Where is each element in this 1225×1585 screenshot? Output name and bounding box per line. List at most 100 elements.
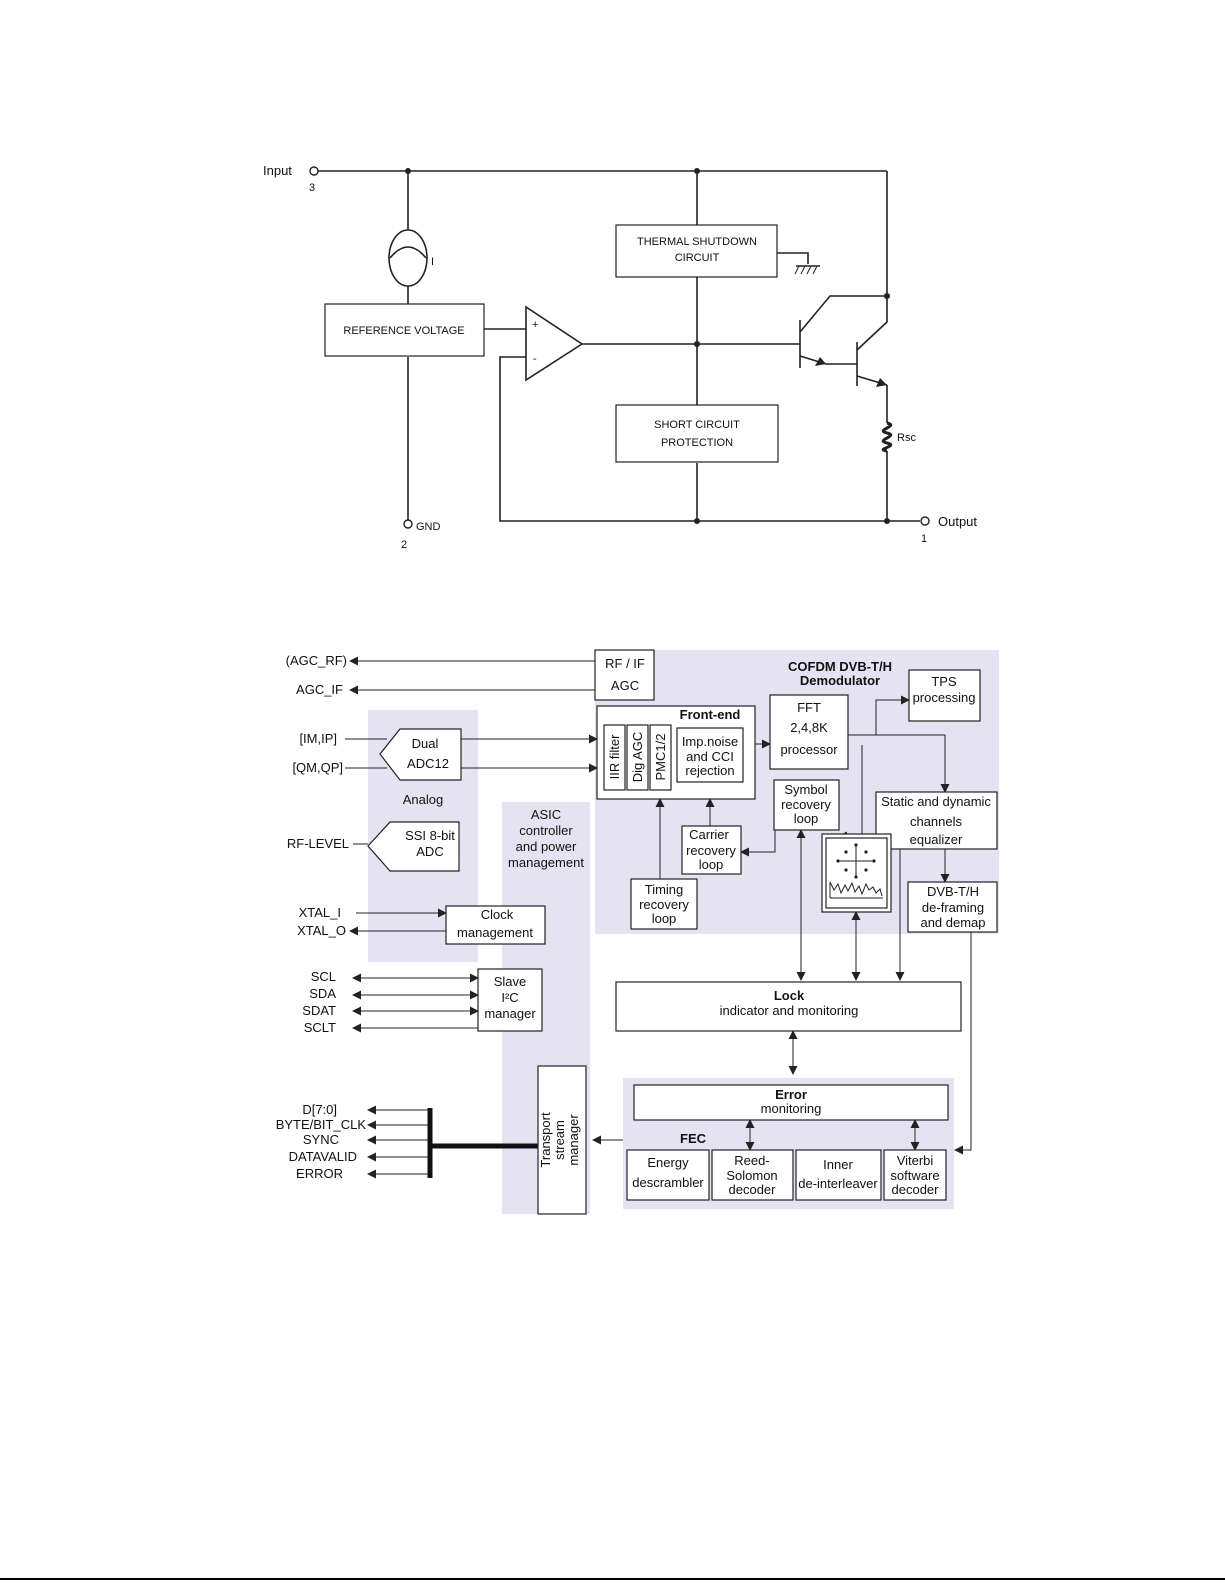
analog-label: Analog [403,792,443,807]
rs-line3: decoder [729,1182,777,1197]
asic-line3: and power [516,839,577,854]
clock-line1: Clock [481,907,514,922]
fft-line1: FFT [797,700,821,715]
current-source-label: I [431,256,434,268]
static-line3: equalizer [910,832,963,847]
pmc-label: PMC1/2 [653,734,668,781]
carrier-recovery-block [681,825,742,875]
error-line2: monitoring [761,1101,822,1116]
iir-label: IIR filter [607,734,622,779]
iir-filter-block [603,724,626,791]
frontend-title: Front-end [680,707,741,722]
transport-line3: manager [566,1114,581,1166]
slave-line1: Slave [494,974,527,989]
viterbi-line1: Viterbi [897,1153,934,1168]
inner-deinterleaver-block [795,1149,882,1201]
pin-rf-level: RF-LEVEL [287,836,349,851]
ground-icon [794,265,820,275]
energy-line2: descrambler [632,1175,704,1190]
gnd-label: GND [416,521,441,533]
transistor-q2-icon [826,296,888,387]
asic-line2: controller [519,823,573,838]
symbol-line3: loop [794,811,819,826]
opamp-plus: + [532,319,538,331]
channel-equalizer-block [875,791,998,850]
clock-management-block [445,905,546,945]
deframe-line2: de-framing [922,900,984,915]
pin-sdat: SDAT [302,1003,336,1018]
imp-noise-block [676,727,744,783]
tps-line2: processing [913,690,976,705]
imp-line2: and CCI [686,749,734,764]
deframe-line1: DVB-T/H [927,884,979,899]
viterbi-decoder-block [883,1149,947,1201]
inner-line2: de-interleaver [798,1176,878,1191]
opamp-icon [525,305,584,382]
inner-line1: Inner [823,1157,853,1172]
slave-i2c-block [477,968,543,1032]
error-monitoring-block [633,1084,949,1121]
dual-line1: Dual [412,736,439,751]
lock-indicator-block [615,981,962,1032]
symbol-line1: Symbol [784,782,827,797]
timing-line1: Timing [645,882,684,897]
pin-xtal-i: XTAL_I [299,905,341,920]
pmc-block [649,724,672,791]
page-bottom-rule [0,1578,1225,1580]
fft-processor-block [769,694,849,770]
slave-line3: manager [484,1006,536,1021]
pin-agc-rf: (AGC_RF) [286,653,347,668]
imp-line1: Imp.noise [682,734,738,749]
constellation-display-icon [821,833,892,913]
energy-descrambler-block [626,1149,710,1201]
transport-line2: stream [552,1120,567,1160]
fft-line3: processor [780,742,838,757]
pin-qm-qp: [QM,QP] [292,760,343,775]
lock-line1: Lock [774,988,805,1003]
rfif-line1: RF / IF [605,656,645,671]
output-label: Output [938,514,977,529]
digagc-label: Dig AGC [630,732,645,783]
asic-line4: management [508,855,584,870]
reference-voltage-label: REFERENCE VOLTAGE [343,325,464,337]
transport-line1: Transport [538,1112,553,1168]
fft-line2: 2,4,8K [790,720,828,735]
deframe-line3: and demap [920,915,985,930]
dual-line2: ADC12 [407,756,449,771]
ssi-adc-block [367,821,460,872]
rs-line1: Reed- [734,1153,769,1168]
rsc-label: Rsc [897,432,916,444]
rfif-line2: AGC [611,678,639,693]
rs-line2: Solomon [726,1168,777,1183]
gnd-terminal [403,519,413,529]
gnd-pin: 2 [401,539,407,551]
symbol-line2: recovery [781,797,831,812]
output-terminal [920,516,930,526]
pin-sync: SYNC [303,1132,339,1147]
pin-scl: SCL [311,969,336,984]
transistor-q1-icon [799,295,887,368]
output-pin: 1 [921,533,927,545]
pin-byte-clk: BYTE/BIT_CLK [276,1117,367,1132]
timing-line3: loop [652,911,677,926]
cofdm-title-line2: Demodulator [800,673,880,688]
tps-line1: TPS [931,674,957,689]
carrier-line2: recovery [686,843,736,858]
timing-recovery-block [630,878,698,930]
short-circuit-block [615,404,779,463]
timing-line2: recovery [639,897,689,912]
opamp-minus: - [533,353,537,365]
cofdm-title-line1: COFDM DVB-T/H [788,659,892,674]
rfif-agc-block [594,649,655,701]
dig-agc-block [626,724,649,791]
pin-sda: SDA [309,986,336,1001]
viterbi-line2: software [890,1168,939,1183]
input-pin: 3 [309,182,315,194]
regulator-schematic: Input 3 GND 2 Output 1 I REFERENCE VOLTA… [263,163,977,551]
input-terminal [309,166,319,176]
error-line1: Error [775,1087,807,1102]
ssi-line1: SSI 8-bit [405,828,455,843]
pin-agc-if: AGC_IF [296,682,343,697]
thermal-line2: CIRCUIT [675,252,720,264]
lock-line2: indicator and monitoring [720,1003,859,1018]
